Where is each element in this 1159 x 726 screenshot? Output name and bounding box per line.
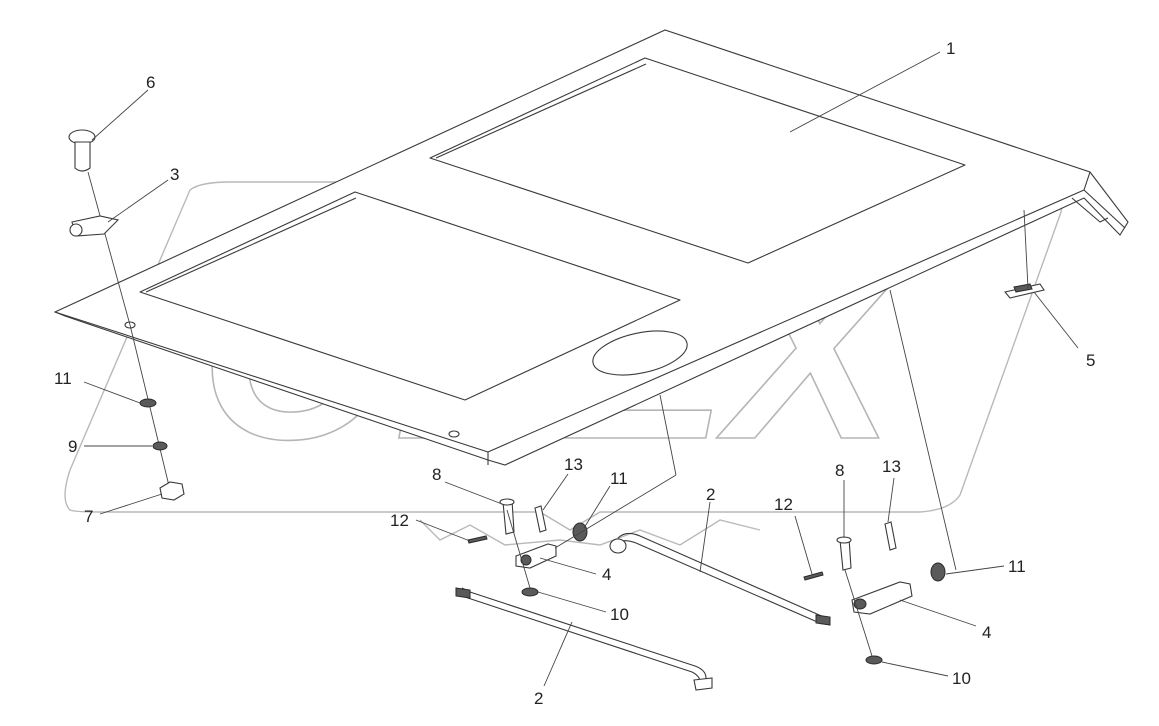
cotter-part-13-left — [534, 505, 547, 533]
hinge-assembly-right — [803, 289, 957, 665]
nut-part-7 — [159, 481, 185, 501]
stay-rod-lower — [455, 587, 713, 691]
callout-13b: 13 — [882, 457, 901, 476]
callout-2b: 2 — [534, 689, 543, 708]
callout-4b: 4 — [982, 623, 991, 642]
stay-rod-upper — [609, 532, 831, 626]
left-fastener-stack — [129, 324, 185, 501]
callout-6: 6 — [146, 73, 155, 92]
callout-1: 1 — [946, 39, 955, 58]
callout-11b: 11 — [610, 469, 628, 488]
callout-8b: 8 — [835, 461, 844, 480]
plate-part-5 — [1004, 209, 1045, 299]
washer-part-11-right — [930, 562, 946, 582]
callout-10a: 10 — [610, 605, 629, 624]
callout-13a: 13 — [564, 455, 583, 474]
hood-panel — [53, 29, 1129, 466]
washer-part-10-right — [865, 655, 883, 665]
clip-part-12-right — [803, 571, 824, 581]
callout-12b: 12 — [774, 495, 793, 514]
callout-9: 9 — [68, 437, 77, 456]
cotter-part-13-right — [884, 521, 897, 551]
callout-12a: 12 — [390, 511, 409, 530]
bracket-part-3 — [69, 215, 120, 237]
callout-leaders — [83, 51, 1079, 687]
clevis-part-4-right — [851, 581, 913, 615]
clip-part-12-left — [467, 535, 488, 544]
washer-part-9 — [152, 441, 168, 451]
callout-labels: 1 2 2 3 4 4 5 6 7 8 8 9 10 10 11 11 11 1… — [54, 39, 1095, 708]
callout-2a: 2 — [706, 485, 715, 504]
knob-part-6 — [68, 129, 131, 326]
washer-part-11-mid — [572, 522, 588, 542]
clevis-part-4-left — [515, 543, 557, 569]
callout-5: 5 — [1086, 351, 1095, 370]
callout-11c: 11 — [1008, 557, 1026, 576]
washer-part-11-left — [139, 398, 157, 408]
callout-11a: 11 — [54, 369, 72, 388]
callout-4a: 4 — [602, 565, 611, 584]
washer-part-10-left — [521, 587, 539, 597]
callout-8a: 8 — [432, 465, 441, 484]
callout-10b: 10 — [952, 669, 971, 688]
callout-7: 7 — [84, 507, 93, 526]
hinge-assembly-left — [467, 394, 677, 597]
callout-3: 3 — [170, 165, 179, 184]
